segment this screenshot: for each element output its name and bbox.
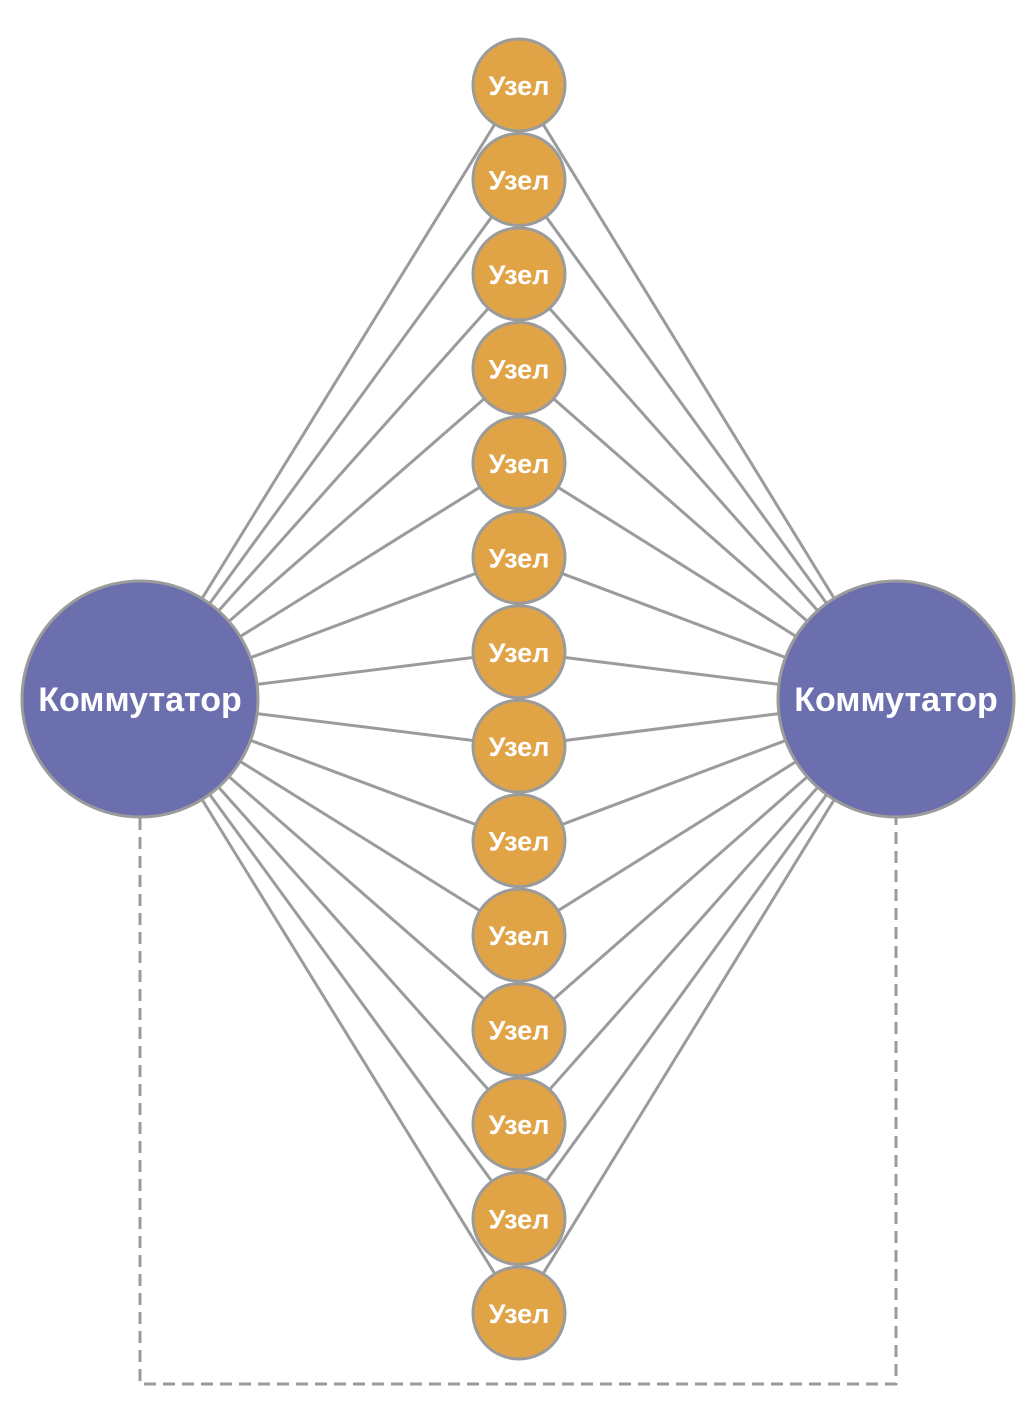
node: Узел xyxy=(471,793,567,889)
node-circle xyxy=(471,320,567,416)
link-line xyxy=(517,84,898,700)
switch-label: Коммутатор xyxy=(794,681,998,719)
node-circle xyxy=(471,982,567,1078)
node-label: Узел xyxy=(489,1205,550,1235)
link-line xyxy=(517,698,898,1314)
node: Узел xyxy=(471,982,567,1078)
node-label: Узел xyxy=(489,921,550,951)
node-label: Узел xyxy=(489,1299,550,1329)
node-label: Узел xyxy=(489,638,550,668)
node-label: Узел xyxy=(489,165,550,195)
node: Узел xyxy=(471,887,567,983)
node: Узел xyxy=(471,226,567,322)
node-circle xyxy=(471,887,567,983)
node-label: Узел xyxy=(489,543,550,573)
node-label: Узел xyxy=(489,71,550,101)
switch-left: Коммутатор xyxy=(20,579,260,819)
node: Узел xyxy=(471,698,567,794)
node-label: Узел xyxy=(489,732,550,762)
switch-right: Коммутатор xyxy=(776,579,1016,819)
node-circle xyxy=(471,1171,567,1267)
switch-circle xyxy=(776,579,1016,819)
node: Узел xyxy=(471,37,567,133)
node: Узел xyxy=(471,1076,567,1172)
link-line xyxy=(138,698,521,1314)
node: Узел xyxy=(471,320,567,416)
node-circle xyxy=(471,1265,567,1361)
node-label: Узел xyxy=(489,827,550,857)
node-circle xyxy=(471,793,567,889)
link-line xyxy=(138,84,521,700)
node-circle xyxy=(471,37,567,133)
node: Узел xyxy=(471,131,567,227)
node: Узел xyxy=(471,415,567,511)
node-circle xyxy=(471,604,567,700)
node-label: Узел xyxy=(489,1110,550,1140)
node: Узел xyxy=(471,604,567,700)
node-label: Узел xyxy=(489,449,550,479)
node-circle xyxy=(471,698,567,794)
node: Узел xyxy=(471,1171,567,1267)
node-circle xyxy=(471,226,567,322)
node-circle xyxy=(471,415,567,511)
node-circle xyxy=(471,509,567,605)
switch-circle xyxy=(20,579,260,819)
switch-interconnect-dashed xyxy=(138,818,898,1386)
node-circle xyxy=(471,131,567,227)
node-label: Узел xyxy=(489,354,550,384)
switch-label: Коммутатор xyxy=(38,681,242,719)
node: Узел xyxy=(471,509,567,605)
node-label: Узел xyxy=(489,1016,550,1046)
node: Узел xyxy=(471,1265,567,1361)
node-circle xyxy=(471,1076,567,1172)
node-label: Узел xyxy=(489,260,550,290)
